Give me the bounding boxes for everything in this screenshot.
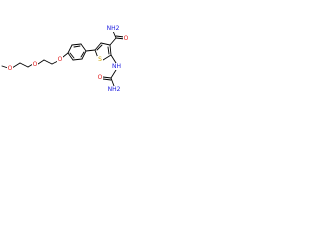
bond-benz-thio (85, 49, 96, 52)
bond-urea-co (102, 76, 112, 79)
bond-benz-inner-2 (80, 51, 85, 58)
bond-thio-1 (94, 42, 102, 51)
bond-thio-inner-2 (107, 46, 110, 55)
bond-benz-3 (80, 43, 87, 52)
bond-amide-co-2 (115, 35, 125, 38)
nh2-label-amide-2: NH2 (108, 86, 121, 93)
nh2-label-amide-1: NH2 (107, 25, 120, 32)
bond-benz-inner-3 (69, 52, 75, 59)
bond-amide-cn (112, 30, 117, 39)
bond-thio-amide (109, 37, 117, 46)
bond-benz-6 (67, 52, 74, 61)
bond-benz-2 (71, 43, 82, 46)
label-bg (108, 86, 120, 93)
sulfur-label: S (98, 56, 102, 63)
bond-c3-c4 (43, 59, 53, 65)
atom-labels: O O O S O NH2 NH O NH2 (7, 25, 129, 93)
bond-urea-cn (110, 77, 115, 87)
label-bg (7, 65, 13, 72)
label-bg (97, 74, 103, 81)
label-bg (107, 25, 119, 32)
oxygen-label-amide-2: O (98, 74, 103, 81)
bond-nh-ureac (110, 69, 117, 79)
oxygen-label-ether-3: O (58, 56, 63, 63)
nh-label-urea: NH (112, 63, 121, 70)
label-bg (97, 56, 103, 63)
oxygen-label-ether-1: O (8, 65, 13, 72)
label-bg (57, 56, 63, 63)
bond-thio-3 (109, 44, 112, 56)
bond-urea-co-2 (102, 78, 112, 81)
oxygen-label-ether-2: O (33, 61, 38, 68)
bond-group (1, 30, 126, 87)
bond-thio-2 (100, 42, 111, 46)
bond-benz-4 (81, 50, 87, 60)
bond-c1-c2 (19, 62, 29, 68)
bond-thio-4 (102, 54, 112, 61)
label-bg (112, 63, 121, 70)
bond-thio-inner-1 (96, 44, 103, 51)
bond-o1-c1 (11, 62, 21, 69)
bond-benz-5 (72, 58, 83, 61)
bond-benz-1 (67, 44, 73, 54)
bond-o3-ar (62, 52, 69, 58)
bond-benz-inner-1 (73, 45, 81, 48)
bond-o2-c3 (37, 59, 45, 65)
label-bg (123, 35, 129, 42)
molecule-structure: O O O S O NH2 NH O NH2 (1, 25, 129, 93)
label-bg (32, 61, 38, 68)
oxygen-label-amide-1: O (124, 35, 129, 42)
bond-thio-nh (110, 54, 117, 64)
